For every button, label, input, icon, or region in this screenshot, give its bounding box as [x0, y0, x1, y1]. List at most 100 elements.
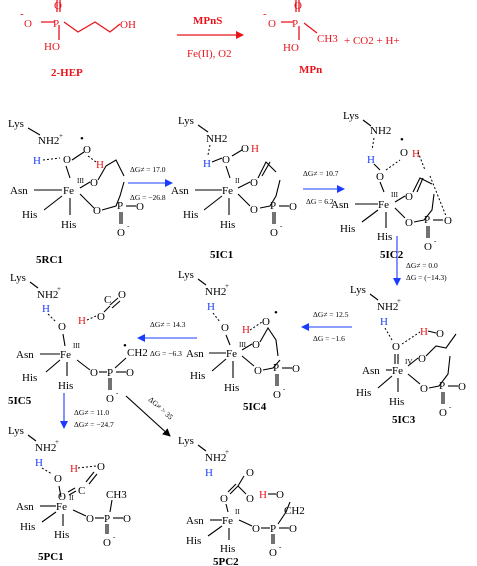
atom-lys: Lys: [178, 435, 194, 447]
reactant-name: 2-HEP: [51, 67, 83, 79]
state-5ic4: Lys NH2 + H O H O • Asn Fe III His His O…: [178, 269, 300, 413]
atom-his: His: [20, 521, 35, 533]
atom-o: O: [444, 215, 452, 227]
atom-o: O: [268, 18, 276, 30]
state-label: 5PC2: [213, 556, 239, 566]
charge-minus: -: [113, 533, 116, 541]
atom-o: O: [126, 367, 134, 379]
product-name: MPn: [299, 64, 322, 76]
atom-his: His: [377, 231, 392, 243]
atom-o: O: [220, 493, 228, 505]
charge-minus: -: [127, 222, 130, 230]
atom-lys: Lys: [343, 110, 359, 122]
state-label: 5IC5: [8, 395, 32, 407]
atom-ho: HO: [283, 42, 299, 54]
atom-fe: Fe: [63, 185, 74, 197]
atom-his: His: [389, 396, 404, 408]
atom-o: O: [86, 513, 94, 525]
atom-nh2: NH2: [370, 125, 391, 137]
atom-nh3: NH2: [377, 301, 398, 313]
atom-ch2: CH2: [127, 347, 148, 359]
atom-o: O: [273, 389, 281, 401]
charge-minus: -: [280, 222, 283, 230]
atom-c: C: [104, 294, 111, 306]
oxidation-state: II: [235, 177, 240, 185]
atom-o: O: [90, 367, 98, 379]
svg-text:•: •: [400, 134, 404, 146]
atom-asn: Asn: [171, 185, 189, 197]
charge-plus: +: [55, 438, 59, 446]
atom-asn: Asn: [16, 501, 34, 513]
atom-asn: Asn: [10, 185, 28, 197]
charge-plus: +: [225, 282, 229, 290]
atom-fe: Fe: [378, 199, 389, 211]
state-label: 5PC1: [38, 551, 64, 563]
atom-o: O: [276, 489, 284, 501]
atom-o: O: [392, 341, 400, 353]
atom-o: O: [254, 365, 262, 377]
atom-h: H: [367, 154, 375, 166]
atom-o: O: [241, 143, 249, 155]
atom-o: O: [418, 353, 426, 365]
atom-o: O: [270, 227, 278, 239]
atom-o: O: [97, 461, 105, 473]
atom-o: O: [400, 147, 408, 159]
atom-nh3: NH2: [205, 452, 226, 464]
oxidation-state: II: [235, 508, 240, 516]
atom-o: O: [246, 467, 254, 479]
atom-ho: HO: [44, 41, 60, 53]
state-5ic5: Lys NH2 + H O H O C O Asn Fe III His His…: [8, 272, 148, 407]
atom-p: P: [117, 200, 123, 212]
atom-lys: Lys: [8, 118, 24, 130]
atom-nh3: NH2: [205, 286, 226, 298]
state-label: 5IC3: [392, 414, 416, 426]
atom-o: O: [93, 205, 101, 217]
atom-h: H: [251, 143, 259, 155]
atom-p: P: [292, 18, 298, 30]
atom-his: His: [224, 382, 239, 394]
atom-nh3: NH2: [37, 289, 58, 301]
atom-his: His: [61, 219, 76, 231]
atom-o: O: [439, 407, 447, 419]
atom-h: H: [33, 155, 41, 167]
atom-p: P: [270, 523, 276, 535]
charge-minus: -: [283, 385, 286, 393]
atom-o: O: [58, 321, 66, 333]
state-5ic2: Lys NH2 H O O • H Asn Fe III His His O O…: [331, 110, 452, 261]
dg-ic4-ic5: ΔG = −6.3: [150, 349, 182, 358]
atom-p: P: [104, 513, 110, 525]
state-label: 5RC1: [36, 254, 63, 266]
atom-h: H: [203, 158, 211, 170]
barrier-ic4-ic5: ΔG≠ = 14.3: [150, 320, 186, 329]
atom-o: O: [222, 154, 230, 166]
atom-h: H: [205, 467, 213, 479]
atom-o: O: [97, 311, 105, 323]
charge-minus: -: [449, 403, 452, 411]
atom-h: H: [420, 326, 428, 338]
charge-plus: +: [225, 448, 229, 456]
dg-ic2-ic3: ΔG = (−14.3): [406, 273, 447, 282]
atom-c: C: [78, 485, 85, 497]
atom-o: O: [292, 363, 300, 375]
atom-his: His: [22, 209, 37, 221]
atom-his: His: [22, 372, 37, 384]
atom-asn: Asn: [362, 365, 380, 377]
atom-ch3: CH3: [106, 489, 127, 501]
atom-h: H: [42, 303, 50, 315]
atom-p: P: [424, 214, 430, 226]
atom-o: O: [289, 201, 297, 213]
atom-h: H: [412, 148, 420, 160]
svg-text:•: •: [80, 133, 84, 145]
atom-asn: Asn: [186, 348, 204, 360]
atom-o: O: [117, 227, 125, 239]
atom-o: O: [294, 0, 302, 12]
atom-o: O: [58, 491, 66, 503]
atom-his: His: [54, 529, 69, 541]
barrier-rc1-ic1: ΔG≠ = 17.0: [130, 165, 166, 174]
atom-p: P: [107, 367, 113, 379]
atom-o: O: [103, 537, 111, 549]
atom-o: O: [420, 383, 428, 395]
atom-h: H: [35, 457, 43, 469]
atom-o: O: [289, 523, 297, 535]
atom-ch3: CH3: [317, 33, 338, 45]
